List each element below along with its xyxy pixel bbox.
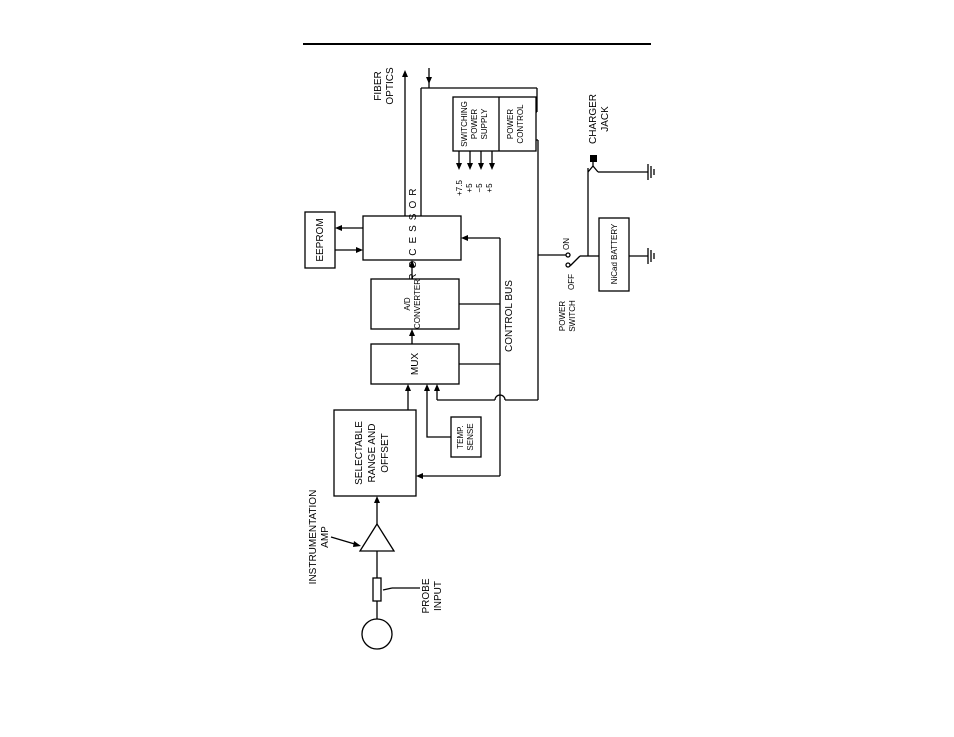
svg-text:CHARGER: CHARGER [588, 94, 599, 144]
voltage-label: +5 [485, 183, 494, 193]
svg-text:EEPROM: EEPROM [315, 218, 326, 261]
charger-jack-label: CHARGER JACK [588, 94, 611, 144]
svg-text:INPUT: INPUT [433, 581, 444, 611]
ad-converter-block: A/D CONVERTER [371, 279, 459, 329]
voltage-label: −5 [475, 183, 484, 193]
control-bus-label: CONTROL BUS [504, 280, 515, 352]
svg-text:SUPPLY: SUPPLY [480, 108, 489, 140]
power-switch-symbol [538, 253, 588, 267]
svg-text:MUX: MUX [410, 353, 421, 376]
eeprom-block: EEPROM [305, 212, 335, 268]
arrow [426, 77, 432, 84]
instrumentation-amp-label: INSTRUMENTATION AMP [308, 490, 331, 585]
svg-text:TEMP.: TEMP. [456, 425, 465, 448]
battery-block: NiCad BATTERY [599, 218, 629, 291]
supply-voltages: +7.5 +5 −5 +5 [455, 180, 494, 196]
ground-icon [648, 248, 654, 264]
ground-icon [648, 164, 654, 180]
power-switch-label: POWER SWITCH [558, 300, 577, 332]
svg-text:PROCESSOR: PROCESSOR [408, 184, 419, 293]
arrow [424, 384, 430, 391]
mux-block: MUX [371, 344, 459, 384]
svg-text:OPTICS: OPTICS [385, 67, 396, 105]
svg-text:POWER: POWER [558, 301, 567, 331]
svg-text:SWITCHING: SWITCHING [460, 101, 469, 147]
svg-text:POWER: POWER [506, 109, 515, 139]
wire [427, 388, 451, 437]
probe-symbol [362, 551, 420, 649]
svg-text:RANGE AND: RANGE AND [367, 424, 378, 483]
svg-text:NiCad BATTERY: NiCad BATTERY [610, 223, 619, 284]
svg-text:AMP: AMP [320, 526, 331, 548]
svg-text:POWER: POWER [470, 109, 479, 139]
arrow [409, 329, 415, 336]
svg-text:INSTRUMENTATION: INSTRUMENTATION [308, 490, 319, 585]
svg-text:A/D: A/D [403, 297, 412, 311]
fiber-optics-label: FIBER OPTICS [373, 67, 396, 105]
selectable-range-offset-block: SELECTABLE RANGE AND OFFSET [334, 410, 416, 496]
svg-text:JACK: JACK [600, 106, 611, 132]
svg-text:FIBER: FIBER [373, 71, 384, 100]
svg-text:CONTROL: CONTROL [516, 104, 525, 144]
power-control-block: POWER CONTROL [506, 104, 525, 144]
svg-text:SENSE: SENSE [466, 423, 475, 450]
supply-output-arrows [456, 151, 495, 170]
arrow [335, 225, 342, 231]
svg-text:CONVERTER: CONVERTER [413, 279, 422, 329]
svg-text:OFFSET: OFFSET [380, 433, 391, 472]
switch-off-label: OFF [567, 274, 576, 290]
instrumentation-amp-symbol [331, 496, 394, 551]
svg-text:PROBE: PROBE [421, 578, 432, 613]
voltage-label: +5 [465, 183, 474, 193]
arrow [356, 247, 363, 253]
charger-jack-symbol [588, 155, 648, 172]
arrow [405, 384, 411, 391]
probe-input-label: PROBE INPUT [421, 578, 444, 613]
voltage-label: +7.5 [455, 180, 464, 196]
svg-text:SWITCH: SWITCH [568, 300, 577, 332]
switch-on-label: ON [562, 238, 571, 250]
temp-sense-block: TEMP. SENSE [451, 417, 481, 457]
svg-text:SELECTABLE: SELECTABLE [354, 421, 365, 485]
arrow [402, 70, 408, 77]
